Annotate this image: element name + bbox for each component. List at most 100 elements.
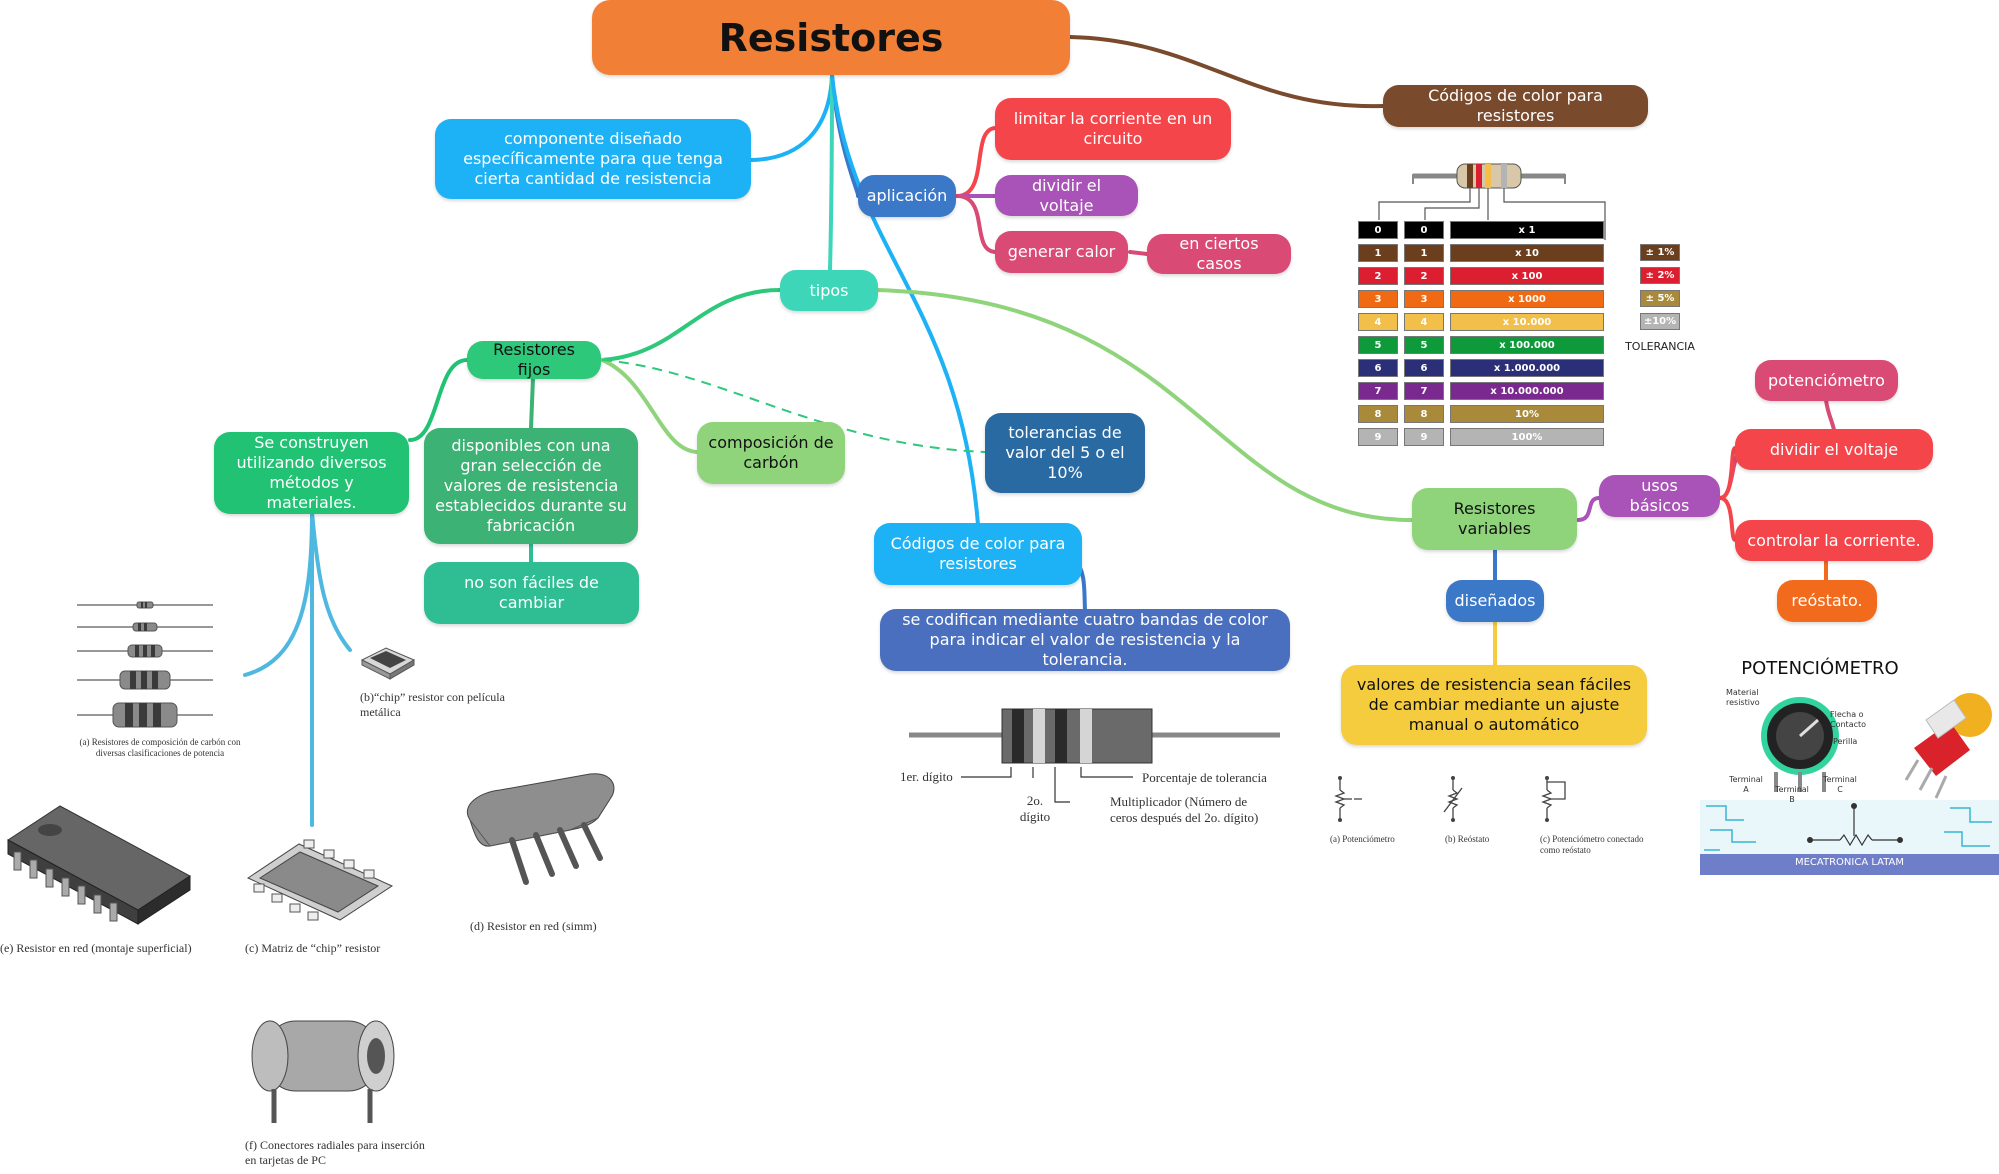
limitar-corriente-node[interactable]: limitar la corriente en un circuito	[995, 98, 1231, 160]
dividir-voltaje-app-node[interactable]: dividir el voltaje	[995, 175, 1138, 216]
chip-array-illustration	[246, 839, 394, 921]
tolerancias-node[interactable]: tolerancias de valor del 5 o el 10%	[985, 413, 1145, 493]
potentiometer-illustration	[1700, 693, 1999, 875]
link-tipos-fijos	[600, 288, 782, 362]
link-construyen-right	[310, 510, 352, 652]
codifican-node[interactable]: se codifican mediante cuatro bandas de c…	[880, 609, 1290, 671]
link-title-tipos	[828, 73, 834, 272]
figure-b-caption: (b)“chip” resistor con película metálica	[360, 690, 505, 719]
figure-e-caption: (e) Resistor en red (montaje superficial…	[0, 941, 192, 955]
link-variables-usos	[1576, 496, 1601, 522]
band-multiplier: Multiplicador (Número de ceros después d…	[1110, 794, 1259, 825]
no-faciles-node[interactable]: no son fáciles de cambiar	[424, 562, 639, 624]
generar-calor-node[interactable]: generar calor	[995, 231, 1128, 273]
multiplier-cell: x 1000	[1450, 290, 1604, 308]
link-usos-dividir	[1718, 446, 1737, 500]
multiplier-cell: x 10.000.000	[1450, 382, 1604, 400]
digit1-cell: 1	[1358, 244, 1398, 262]
link-fijos-carbon	[600, 358, 699, 454]
multiplier-cell: 100%	[1450, 428, 1604, 446]
figure-c-caption: (c) Matriz de “chip” resistor	[245, 941, 381, 955]
link-title-codigos-top	[1068, 35, 1385, 109]
schematic-a-caption: (a) Potenciómetro	[1330, 834, 1395, 844]
pot-flecha-label: Flecha o Contacto	[1830, 710, 1867, 729]
link-aplicacion-limitar	[955, 126, 998, 198]
multiplier-cell: x 1	[1450, 221, 1604, 239]
multiplier-cell: x 10.000	[1450, 313, 1604, 331]
digit1-cell: 2	[1358, 267, 1398, 285]
codigos-color-top-node[interactable]: Códigos de color para resistores	[1383, 85, 1648, 127]
digit2-cell: 5	[1404, 336, 1444, 354]
multiplier-cell: x 1.000.000	[1450, 359, 1604, 377]
reostato-node[interactable]: reóstato.	[1777, 580, 1877, 622]
construyen-node[interactable]: Se construyen utilizando diversos método…	[214, 432, 409, 514]
schematic-symbols	[1334, 776, 1566, 822]
disenados-node[interactable]: diseñados	[1446, 580, 1544, 622]
definition-node[interactable]: componente diseñado específicamente para…	[435, 119, 751, 199]
digit2-cell: 9	[1404, 428, 1444, 446]
link-tipos-variables	[875, 288, 1414, 522]
digit2-cell: 1	[1404, 244, 1444, 262]
ciertos-casos-node[interactable]: en ciertos casos	[1147, 234, 1291, 274]
title-node[interactable]: Resistores	[592, 0, 1070, 75]
digit1-cell: 3	[1358, 290, 1398, 308]
figure-f-caption: (f) Conectores radiales para inserción e…	[245, 1138, 425, 1167]
usos-basicos-node[interactable]: usos básicos	[1599, 475, 1720, 517]
dividir-voltaje-var-node[interactable]: dividir el voltaje	[1735, 429, 1933, 470]
resistores-fijos-node[interactable]: Resistores fijos	[467, 340, 601, 379]
link-construyen-left	[243, 510, 314, 677]
potenciometro-node[interactable]: potenciómetro	[1755, 360, 1898, 401]
dashed-link-fijos-tolerancias	[601, 359, 986, 453]
band-first-digit: 1er. dígito	[900, 769, 953, 784]
digit1-cell: 9	[1358, 428, 1398, 446]
digit2-cell: 4	[1404, 313, 1444, 331]
link-fijos-disponibles	[529, 376, 535, 430]
figure-d-caption: (d) Resistor en red (simm)	[470, 919, 597, 933]
aplicacion-node[interactable]: aplicación	[858, 175, 956, 217]
digit2-cell: 2	[1404, 267, 1444, 285]
resistores-variables-node[interactable]: Resistores variables	[1412, 488, 1577, 550]
digit2-cell: 7	[1404, 382, 1444, 400]
color-code-resistor	[1378, 163, 1606, 240]
link-generar-casos	[1128, 250, 1149, 256]
schematic-c-caption: (c) Potenciómetro conectado como reóstat…	[1540, 834, 1644, 855]
link-title-definicion	[747, 73, 834, 162]
tipos-node[interactable]: tipos	[780, 270, 878, 311]
schematic-b-caption: (b) Reóstato	[1445, 834, 1490, 844]
pot-perilla-label: Perilla	[1833, 737, 1858, 746]
tolerance-cell: ± 5%	[1640, 290, 1680, 307]
pot-terminal-a-label: Terminal A	[1729, 775, 1763, 794]
multiplier-cell: 10%	[1450, 405, 1604, 423]
multiplier-cell: x 100	[1450, 267, 1604, 285]
tolerance-cell: ±10%	[1640, 313, 1680, 330]
link-fijos-construyen	[408, 358, 469, 442]
disponibles-node[interactable]: disponibles con una gran selección de va…	[424, 428, 638, 544]
band-tolerance: Porcentaje de tolerancia	[1142, 770, 1267, 785]
pot-material-label: Material resistivo	[1726, 688, 1760, 707]
pot-terminal-b-label: Terminal B	[1775, 785, 1809, 804]
digit1-cell: 8	[1358, 405, 1398, 423]
controlar-corriente-node[interactable]: controlar la corriente.	[1735, 520, 1933, 561]
digit1-cell: 4	[1358, 313, 1398, 331]
digit1-cell: 0	[1358, 221, 1398, 239]
tolerance-title: TOLERANCIA	[1625, 340, 1695, 353]
digit2-cell: 0	[1404, 221, 1444, 239]
digit1-cell: 7	[1358, 382, 1398, 400]
valores-faciles-node[interactable]: valores de resistencia sean fáciles de c…	[1341, 665, 1647, 745]
pot-figure-title: POTENCIÓMETRO	[1741, 658, 1899, 679]
digit2-cell: 6	[1404, 359, 1444, 377]
figure-a-caption: (a) Resistores de composición de carbón …	[79, 737, 241, 758]
digit2-cell: 8	[1404, 405, 1444, 423]
chip-resistor-illustration	[360, 647, 416, 680]
codigos-color-mid-node[interactable]: Códigos de color para resistores	[874, 523, 1082, 585]
composicion-carbon-node[interactable]: composición de carbón	[697, 422, 845, 484]
smd-network-illustration	[7, 805, 191, 925]
